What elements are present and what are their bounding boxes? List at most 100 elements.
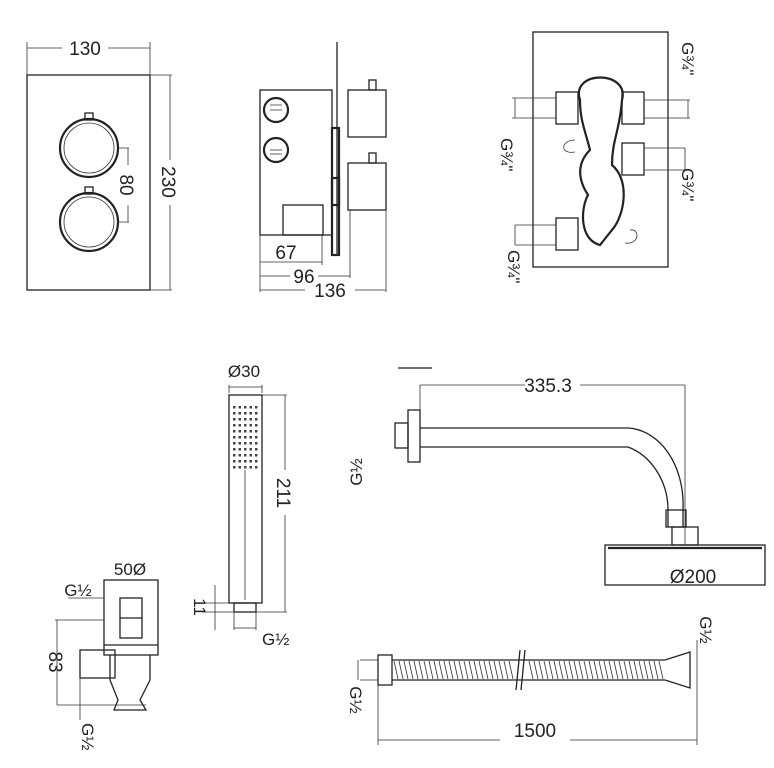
nozzle-dot — [255, 436, 258, 439]
spray-nozzles — [233, 406, 258, 469]
coil-winding — [568, 660, 574, 680]
nozzle-dot — [249, 430, 252, 433]
nozzle-dot — [249, 412, 252, 415]
arm-thread: G½ — [347, 458, 366, 485]
coil-winding — [403, 660, 409, 680]
nozzle-dot — [244, 442, 247, 445]
coil-winding — [393, 660, 399, 680]
nozzle-dot — [244, 430, 247, 433]
coil-winding — [588, 660, 594, 680]
depth-96-dimension: 96 — [293, 267, 314, 288]
side-knob-top — [347, 89, 387, 138]
depth-67-dimension: 67 — [275, 243, 296, 264]
coil-winding — [498, 660, 504, 680]
coil-winding — [528, 660, 534, 680]
port-label-middle-right: G¾" — [678, 168, 697, 201]
nozzle-dot — [244, 454, 247, 457]
outlet-bottom-thread: G½ — [78, 723, 97, 750]
nozzle-dot — [255, 424, 258, 427]
nozzle-dot — [233, 460, 236, 463]
head-diameter-dimension: Ø200 — [670, 567, 716, 588]
coil-winding — [448, 660, 454, 680]
coil-winding — [458, 660, 464, 680]
nozzle-dot — [238, 418, 241, 421]
coil-winding — [618, 660, 624, 680]
nozzle-dot — [233, 412, 236, 415]
nozzle-dot — [244, 436, 247, 439]
coil-winding — [418, 660, 424, 680]
nozzle-dot — [249, 454, 252, 457]
nozzle-dot — [255, 442, 258, 445]
coil-winding — [453, 660, 459, 680]
coil-winding — [598, 660, 604, 680]
nozzle-dot — [244, 412, 247, 415]
coil-winding — [398, 660, 404, 680]
nozzle-dot — [238, 448, 241, 451]
coil-winding — [658, 660, 664, 680]
hand-shower-diameter: Ø30 — [228, 362, 260, 381]
hand-shower-thread: G½ — [262, 630, 289, 649]
coil-winding — [603, 660, 609, 680]
knob-spacing-dimension: 80 — [115, 174, 136, 195]
nozzle-dot — [249, 418, 252, 421]
coil-winding — [408, 660, 414, 680]
faceplate-view: 130 230 80 — [26, 39, 178, 291]
nozzle-dot — [249, 460, 252, 463]
coil-winding — [638, 660, 644, 680]
nozzle-dot — [249, 436, 252, 439]
nozzle-dot — [249, 442, 252, 445]
coil-winding — [483, 660, 489, 680]
nozzle-dot — [244, 424, 247, 427]
side-knob-bottom — [347, 162, 387, 211]
coil-winding — [548, 660, 554, 680]
outlet-size: 50Ø — [114, 560, 146, 579]
nozzle-dot — [238, 430, 241, 433]
port-label-bottom-left: G¾" — [504, 250, 523, 283]
nozzle-dot — [233, 424, 236, 427]
coil-winding — [463, 660, 469, 680]
arm-reach-dimension: 335.3 — [524, 376, 572, 397]
coil-winding — [538, 660, 544, 680]
side-view: 67 96 136 — [259, 42, 387, 302]
coil-winding — [488, 660, 494, 680]
nozzle-dot — [244, 418, 247, 421]
nozzle-dot — [238, 436, 241, 439]
coil-winding — [478, 660, 484, 680]
coil-winding — [423, 660, 429, 680]
nozzle-dot — [238, 442, 241, 445]
hose-left-thread: G½ — [346, 686, 365, 713]
shower-arm: 335.3 G½ Ø200 — [347, 367, 766, 588]
nozzle-dot — [238, 424, 241, 427]
nozzle-dot — [238, 412, 241, 415]
nozzle-dot — [244, 460, 247, 463]
depth-136-dimension: 136 — [314, 281, 346, 302]
nozzle-dot — [255, 466, 258, 469]
nozzle-dot — [238, 406, 241, 409]
nozzle-dot — [233, 442, 236, 445]
nozzle-dot — [255, 448, 258, 451]
coil-winding — [578, 660, 584, 680]
hose-coil — [393, 660, 664, 680]
hand-shower: Ø30 211 11 G½ — [190, 362, 293, 649]
nozzle-dot — [233, 406, 236, 409]
nozzle-dot — [255, 406, 258, 409]
nozzle-dot — [233, 430, 236, 433]
coil-winding — [563, 660, 569, 680]
port-label-middle-left: G¾" — [497, 138, 516, 171]
outlet-height: 83 — [44, 651, 65, 672]
coil-winding — [628, 660, 634, 680]
nozzle-dot — [233, 454, 236, 457]
coil-winding — [558, 660, 564, 680]
nozzle-dot — [255, 460, 258, 463]
coil-winding — [433, 660, 439, 680]
coil-winding — [438, 660, 444, 680]
shower-hose: 1500 G½ G½ — [346, 616, 715, 745]
nozzle-dot — [238, 454, 241, 457]
faceplate-outline — [26, 74, 151, 291]
connector-length: 11 — [190, 598, 209, 616]
coil-winding — [428, 660, 434, 680]
coil-winding — [543, 660, 549, 680]
coil-winding — [533, 660, 539, 680]
nozzle-dot — [249, 424, 252, 427]
